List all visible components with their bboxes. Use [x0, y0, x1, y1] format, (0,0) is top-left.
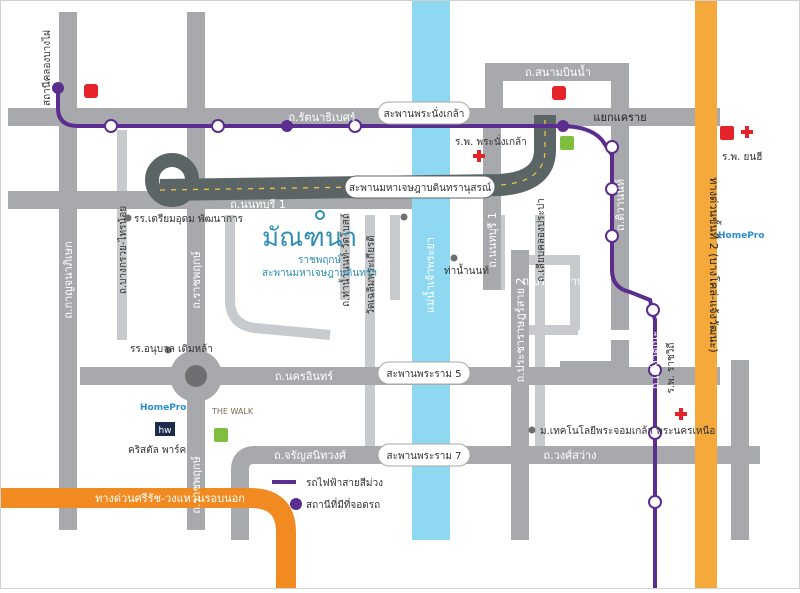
river-label: แม่น้ำเจ้าพระยา: [422, 237, 437, 313]
minor-roads: [117, 130, 580, 460]
purple-line: [56, 88, 657, 589]
road-nonthaburi1: ถ.นนทบุรี 1: [230, 198, 286, 211]
road-tiwanon: ถ.ติวานนท์: [614, 179, 627, 231]
the-walk-logo: THE WALK: [211, 407, 254, 416]
legend: รถไฟฟ้าสายสีม่วง สถานีที่มีที่จอดรถ: [272, 477, 383, 511]
bridge-phra-nang-klao: สะพานพระนั่งเกล้า: [384, 106, 465, 120]
bridges: สะพานพระนั่งเกล้า สะพานมหาเจษฎาบดินทรานุ…: [344, 101, 496, 467]
road-bangkruai-sainoi: ถ.บางกรวย-ไทรน้อย: [117, 206, 129, 294]
homepro-left: HomePro: [140, 403, 186, 413]
school-triam: รร.เตรียมอุดม พัฒนาการ: [134, 213, 244, 225]
road-ratchaphruek-south: ถ.ราชพฤกษ์: [190, 456, 203, 514]
store-icon: [84, 84, 734, 442]
road-wongsawang: ถ.วงศ์สว่าง: [543, 449, 596, 462]
bridge-rama5: สะพานพระราม 5: [387, 369, 462, 380]
road-charan: ถ.จรัญสนิทวงศ์: [274, 449, 346, 462]
stations: [52, 82, 662, 509]
school-anuban: รร.อนุบาล เดิมหล้า: [130, 343, 213, 355]
wat-chaloem: วัดเฉลิมพระเกียรติ: [365, 235, 377, 315]
chesadabodin-expressway: [145, 115, 556, 207]
road-nonthaburi1-v: ถ.นนทบุรี 1: [486, 212, 499, 268]
road-sanambinnam: ถ.สนามบินน้ำ: [525, 64, 591, 79]
outer-ring-label: ทางด่วนศรีรัช-วงแหวนรอบนอก: [95, 492, 245, 505]
outer-ring-expressway: [0, 488, 296, 589]
tollway-label: ทางด่วนขั้นที่ 2 (บางโคล่-แจ้งวัฒนะ): [707, 177, 722, 352]
road-kanchanaphisek-left: ถ.กาญจนาภิเษก: [62, 241, 75, 318]
hw-logo-icon: [155, 422, 175, 436]
homepro-right: HomePro: [718, 231, 764, 241]
bridge-rama7: สะพานพระราม 7: [387, 451, 462, 462]
tech-north: ม.เทคโนโลยีพระจอมเกล้า พระนครเหนือ: [540, 424, 715, 437]
road-nakhon-in: ถ.นครอินทร์: [275, 370, 333, 383]
road-ratchaphruek: ถ.ราชพฤกษ์: [190, 251, 203, 309]
hw-label: hw: [158, 426, 171, 436]
road-pracharat: ถ.ประชาราษฎร์: [522, 275, 597, 288]
rajavithi-hospital: ร.พ. ราชวิถี: [665, 343, 677, 394]
road-chaeng-wattana: ถ.แจ้งวัฒนะ: [649, 331, 662, 390]
khae-rai-junction: แยกแคราย: [593, 111, 646, 124]
road-tha-nam-nonthaburi: ถ.ท่าน้ำนนท์-วัดโบสถ์: [338, 213, 352, 307]
phra-nang-klao-hospital: ร.พ. พระนั่งเกล้า: [455, 134, 527, 148]
project-name: มัณฑนา: [262, 223, 357, 253]
legend-station-parking: สถานีที่มีที่จอดรถ: [306, 497, 380, 511]
tha-nam-non: ท่าน้ำนนท์: [444, 263, 489, 277]
bridge-maha-chesadabodin: สะพานมหาเจษฎาบดินทรานุสรณ์: [349, 182, 491, 194]
school-triam-line: รร.เตรียมอุดม พัฒนาการ: [134, 213, 244, 225]
project-marker: มัณฑนา ราชพฤกษ์ สะพานมหาเจษฎาบดินทร์ฯ: [262, 210, 377, 279]
project-tagline: ราชพฤกษ์: [298, 254, 341, 266]
road-rattanathibet: ถ.รัตนาธิเบศร์: [288, 111, 355, 124]
road-pracharat-sai2: ถ.ประชาราษฎร์สาย 2: [514, 277, 527, 382]
station-left-label: สถานีคลองบางไผ่: [41, 30, 53, 106]
crystal-park: คริสตัล พาร์ค: [128, 444, 186, 456]
hospital-right: ร.พ. ยนฮี: [722, 151, 762, 163]
road-liap-khlong: ถ.เลียบคลองประปา: [535, 198, 547, 282]
legend-purple-line: รถไฟฟ้าสายสีม่วง: [306, 477, 383, 489]
project-subtitle: สะพานมหาเจษฎาบดินทร์ฯ: [262, 267, 377, 279]
hospital-cross-icon: [473, 126, 753, 420]
